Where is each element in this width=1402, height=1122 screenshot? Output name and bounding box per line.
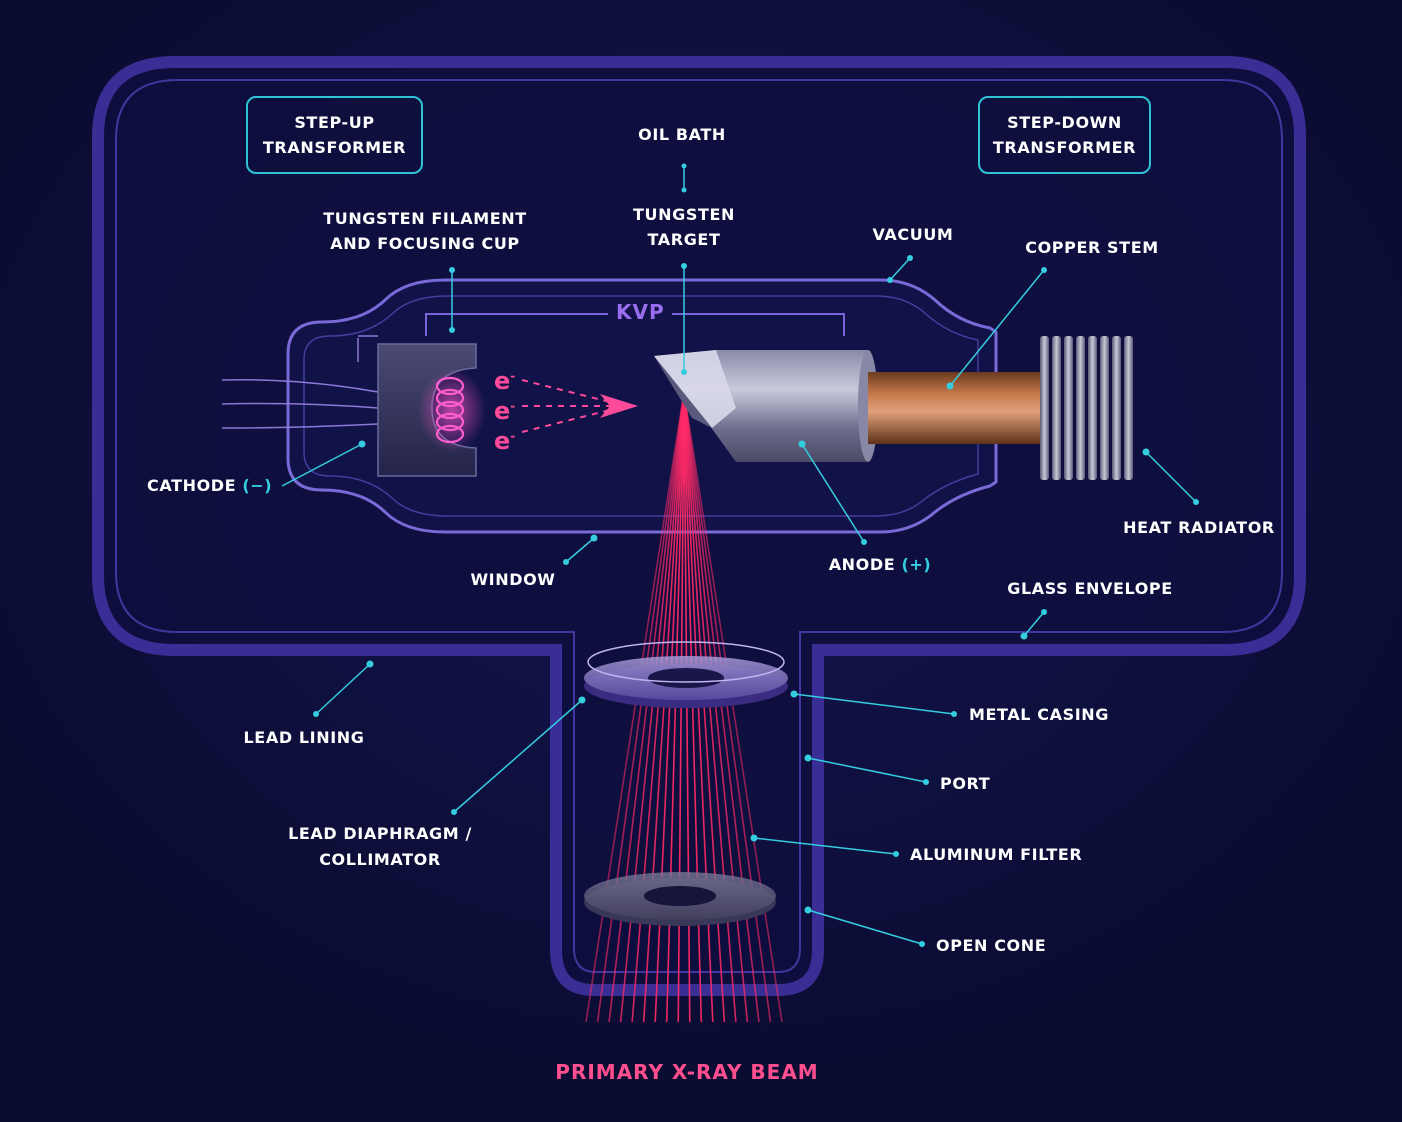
tungsten-target-label-line2: TARGET xyxy=(647,230,721,249)
copper-stem-rod xyxy=(868,372,1040,444)
copper-stem-label: COPPER STEM xyxy=(1025,238,1159,257)
open-cone-label: OPEN CONE xyxy=(936,936,1047,955)
metal-casing-label: METAL CASING xyxy=(969,705,1109,724)
xray-ray xyxy=(585,391,685,1023)
step-up-transformer-box: STEP-UP TRANSFORMER xyxy=(246,96,423,174)
kvp-label: KVP xyxy=(616,300,665,324)
step-down-label-line2: TRANSFORMER xyxy=(992,138,1137,157)
port-label: PORT xyxy=(940,774,991,793)
anode-sign: (+) xyxy=(901,555,932,574)
anode-label: ANODE (+) xyxy=(828,555,932,574)
vacuum-label: VACUUM xyxy=(872,225,954,244)
aluminum-filter-label: ALUMINUM FILTER xyxy=(910,845,1083,864)
electron-2: e- xyxy=(494,397,516,425)
step-up-label-line2: TRANSFORMER xyxy=(262,138,407,157)
tungsten-filament-label-line1: TUNGSTEN FILAMENT xyxy=(323,209,527,228)
leader-dots xyxy=(313,163,1199,947)
electron-3: e- xyxy=(494,427,516,455)
lead-diaphragm-disk xyxy=(584,641,788,708)
radiator-fin xyxy=(1076,336,1085,480)
radiator-fin xyxy=(1088,336,1097,480)
window-label: WINDOW xyxy=(470,570,556,589)
step-up-label-line1: STEP-UP xyxy=(294,113,375,132)
lead-diaphragm-label-line1: LEAD DIAPHRAGM / xyxy=(288,824,472,843)
radiator-fin xyxy=(1064,336,1073,480)
tungsten-filament xyxy=(435,376,465,444)
heat-radiator-label: HEAT RADIATOR xyxy=(1123,518,1275,537)
step-down-label-line1: STEP-DOWN xyxy=(1007,113,1122,132)
step-down-transformer-box: STEP-DOWN TRANSFORMER xyxy=(978,96,1151,174)
xray-ray xyxy=(683,391,772,1023)
xray-ray xyxy=(683,391,783,1023)
leader-lines xyxy=(281,166,1197,945)
radiator-fin xyxy=(1112,336,1121,480)
heat-radiator-fins xyxy=(1040,336,1133,480)
tungsten-filament-label-line2: AND FOCUSING CUP xyxy=(330,234,520,253)
radiator-fin xyxy=(1052,336,1061,480)
tungsten-target-label-line1: TUNGSTEN xyxy=(633,205,735,224)
electron-arrow xyxy=(600,394,638,418)
electron-stream xyxy=(521,379,611,433)
aluminum-filter-disk xyxy=(584,872,776,926)
anode-assembly xyxy=(654,350,878,462)
radiator-fin xyxy=(1100,336,1109,480)
glass-envelope-label: GLASS ENVELOPE xyxy=(1007,579,1173,598)
lead-lining-label: LEAD LINING xyxy=(243,728,365,747)
radiator-fin xyxy=(1124,336,1133,480)
oil-bath-label: OIL BATH xyxy=(638,125,726,144)
cathode-sign: (−) xyxy=(242,476,273,495)
lead-diaphragm-label-line2: COLLIMATOR xyxy=(319,850,441,869)
electron-1: e- xyxy=(494,367,516,395)
primary-xray-beam-label: PRIMARY X-RAY BEAM xyxy=(555,1060,819,1084)
cathode-label: CATHODE (−) xyxy=(147,476,273,495)
radiator-fin xyxy=(1040,336,1049,480)
